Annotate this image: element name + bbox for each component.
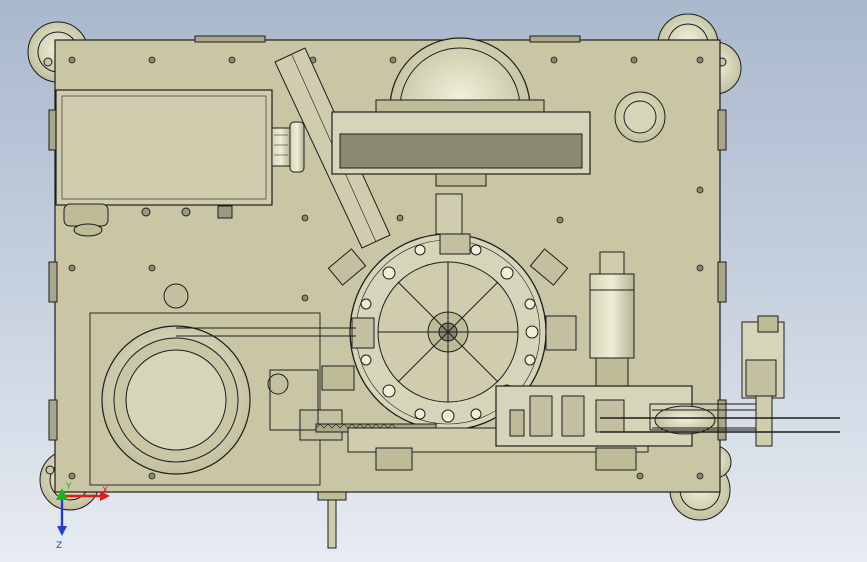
gripper-modules	[327, 233, 577, 351]
mounting-holes	[68, 56, 704, 480]
control-knob[interactable]	[614, 91, 666, 143]
servo-motor[interactable]	[589, 251, 635, 387]
display-panel[interactable]	[331, 111, 591, 235]
triad-z-label: Z	[56, 541, 62, 551]
triad-y-axis	[56, 488, 68, 500]
wire-payoff-reel[interactable]	[89, 312, 356, 486]
forming-station[interactable]	[495, 385, 693, 447]
rotary-index-table[interactable]	[327, 233, 577, 431]
control-box[interactable]	[55, 89, 273, 237]
output-bracket[interactable]	[600, 315, 840, 447]
triad-x-label: X	[102, 486, 108, 496]
pulley-drive[interactable]	[649, 403, 771, 435]
coordinate-triad[interactable]: X Y Z	[56, 482, 110, 551]
bottom-shaft	[317, 491, 347, 549]
spindle-motor[interactable]	[271, 121, 305, 173]
triad-y-label: Y	[65, 482, 72, 492]
index-spokes	[378, 262, 518, 402]
